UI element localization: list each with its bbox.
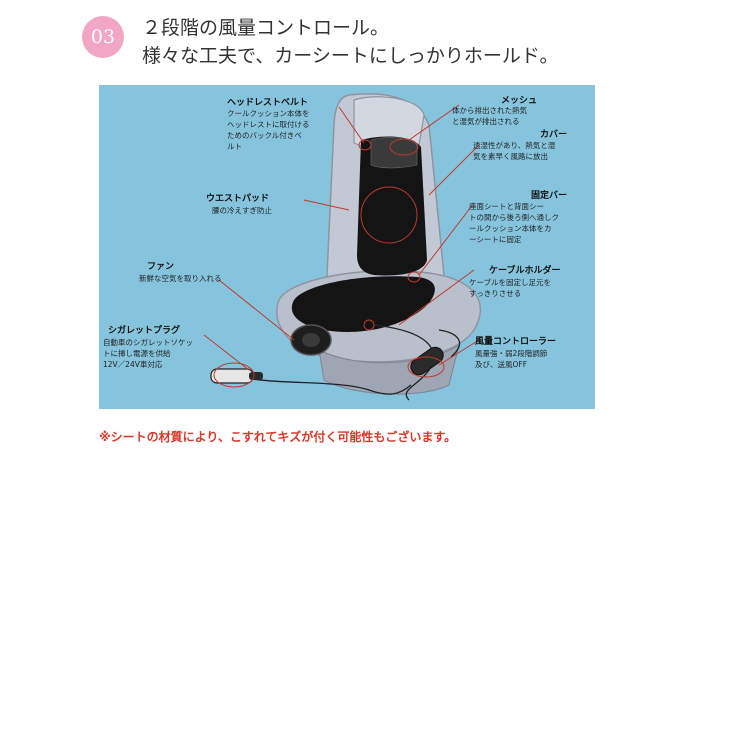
controller-desc: 風量強・弱2段階調節 及び、送風OFF	[475, 349, 548, 369]
fan-title: ファン	[147, 262, 175, 272]
fixing-bar-title: 固定バー	[531, 191, 568, 201]
controller-title: 風量コントローラー	[475, 337, 557, 347]
cable-holder-desc: ケーブルを固定し足元を すっきりさせる	[469, 278, 552, 298]
cover-title: カバー	[540, 130, 568, 140]
cover-desc: 透湿性があり、熱気と湿 気を素早く風路に放出	[473, 141, 556, 161]
mesh-desc: 体から排出された熱気 と湿気が排出される	[452, 106, 527, 126]
cigarette-plug-title: シガレットプラグ	[108, 326, 181, 336]
heading-line-1: ２段階の風量コントロール。	[142, 17, 390, 39]
step-number-badge: 03	[82, 16, 124, 58]
waist-pad-title: ウエストパッド	[206, 194, 270, 204]
fixing-bar-desc: 座面シートと背面シー トの間から後ろ側へ通しク ールクッション本体をカ ーシート…	[469, 202, 559, 244]
page-heading: ２段階の風量コントロール。 様々な工夫で、カーシートにしっかりホールド。	[142, 14, 558, 70]
car-seat-illustration	[203, 93, 482, 401]
headrest-belt-desc: クールクッション本体を ヘッドレストに取付ける ためのバックル付きベ ルト	[227, 109, 310, 151]
waist-pad-desc: 腰の冷えすぎ防止	[212, 206, 272, 215]
product-diagram: ヘッドレストベルト クールクッション本体を ヘッドレストに取付ける ためのバック…	[99, 85, 595, 409]
heading-line-2: 様々な工夫で、カーシートにしっかりホールド。	[142, 45, 559, 67]
cable-holder-title: ケーブルホルダー	[489, 266, 561, 276]
fan-desc: 新鮮な空気を取り入れる	[139, 274, 222, 283]
mesh-title: メッシュ	[501, 96, 538, 106]
material-warning-note: ※シートの材質により、こすれてキズが付く可能性もございます。	[99, 430, 457, 444]
cigarette-plug-desc: 自動車のシガレットソケッ トに挿し電源を供給 12V／24V車対応	[103, 338, 193, 369]
headrest-belt-title: ヘッドレストベルト	[227, 98, 309, 108]
